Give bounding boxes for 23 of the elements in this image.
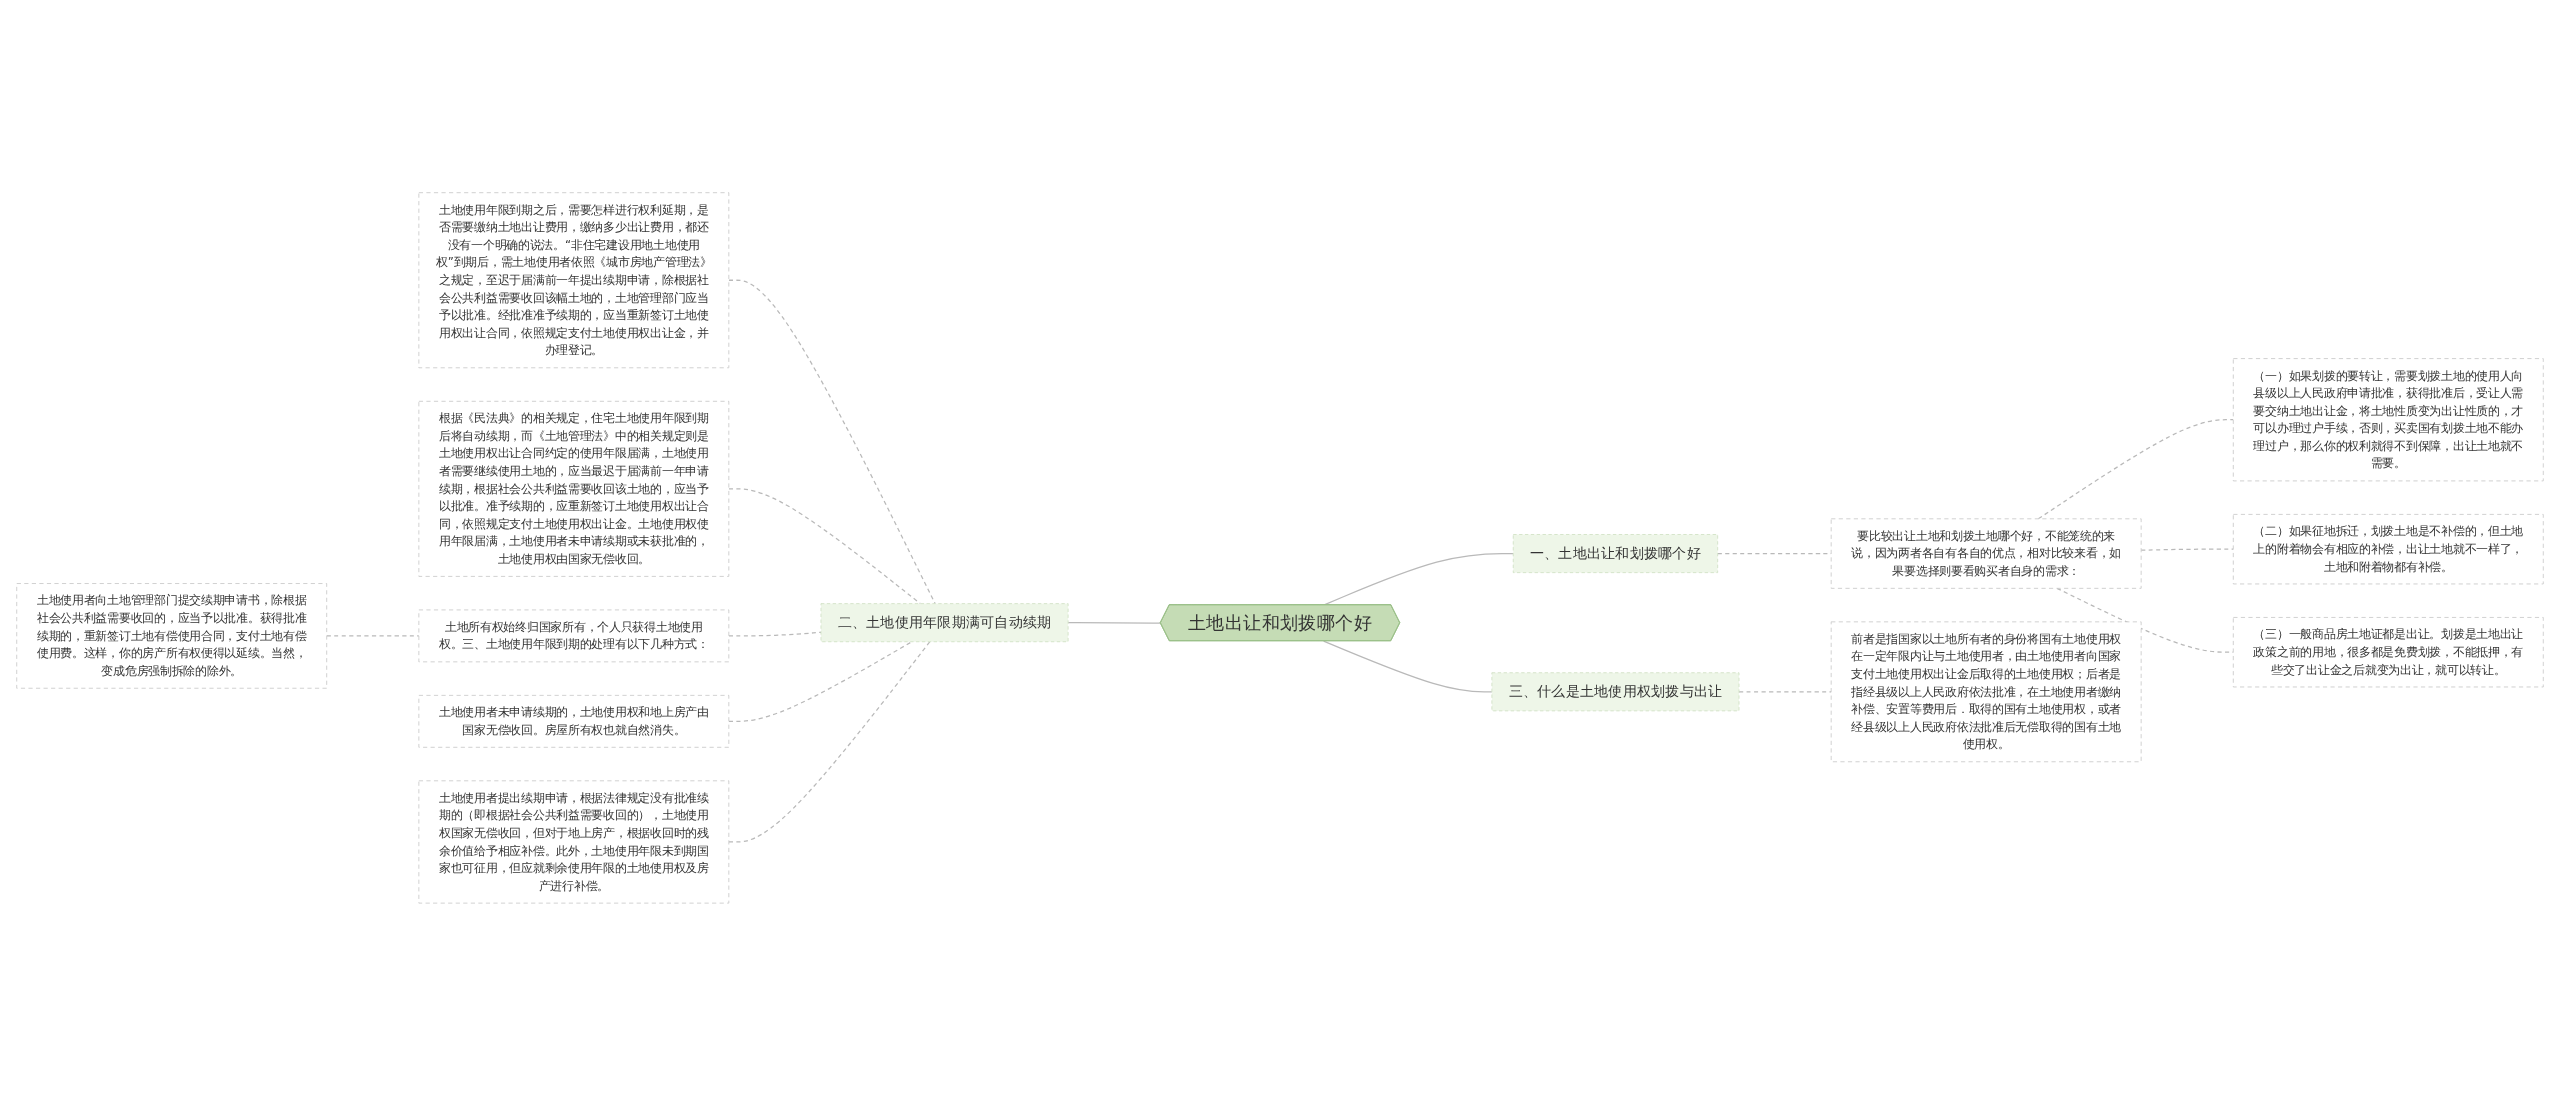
node-box: 土地使用者向土地管理部门提交续期申请书，除根据社会公共利益需要收回的，应当予以批准。获得批准续期的，重新签订土地有偿使用合同，支付土地有偿使用费。这样，你的房产所有权便得以延续。当然，变成危房强制拆除的除外。 [16, 583, 328, 689]
node-box: 土地使用者提出续期申请，根据法律规定没有批准续期的（即根据社会公共利益需要收回的），土地使用权国家无偿收回，但对于地上房产，根据收回时的残余价值给予相应补偿。此外，土地使用年限未到期国家也可征用，但应就剩余使用年限的土地使用权及房产进行补偿。 [418, 780, 730, 904]
connector [728, 279, 936, 605]
node-box: （二）如果征地拆迁，划拨土地是不补偿的，但土地上的附着物会有相应的补偿，出让土地就不一样了，土地和附着物都有补偿。 [2232, 514, 2544, 585]
node-box: 要比较出让土地和划拨土地哪个好，不能笼统的来说，因为两者各自有各自的优点，相对比较来看，如果要选择则要看购买者自身的需求： [1830, 518, 2142, 589]
connector [2037, 419, 2234, 520]
connector [728, 641, 931, 843]
node-box: （一）如果划拨的要转让，需要划拨土地的使用人向县级以上人民政府申请批准，获得批准后，受让人需要交纳土地出让金，将土地性质变为出让性质的，才可以办理过户手续，否则，买卖国有划拨土地不能办理过户，那么你的权利就得不到保障，出让土地就不需要。 [2232, 358, 2544, 482]
connector [1067, 622, 1162, 624]
node-box: 前者是指国家以土地所有者的身份将国有土地使用权在一定年限内让与土地使用者，由土地使用者向国家支付土地使用权出让金后取得的土地使用权；后者是指经县级以上人民政府依法批准，在土地使用者缴纳补偿、安置等费用后．取得的国有土地使用权，或者经县级以上人民政府依法批准后无偿取得的国有土地使用权。 [1830, 621, 2142, 763]
connector [2140, 548, 2234, 551]
connector [728, 488, 921, 605]
node-box: （三）一般商品房土地证都是出让。划拨是土地出让政策之前的用地，很多都是免费划拨，不能抵押，有些交了出让金之后就变为出让，就可以转让。 [2232, 617, 2544, 688]
connector [728, 641, 913, 723]
node-box: 土地所有权始终归国家所有，个人只获得土地使用权。三、土地使用年限到期的处理有以下几种方式： [418, 609, 730, 663]
node-box: 一、土地出让和划拨哪个好 [1512, 534, 1719, 574]
connector [1738, 691, 1832, 693]
node-box: 根据《民法典》的相关规定，住宅土地使用年限到期后将自动续期，而《土地管理法》中的相关规定则是土地使用权出让合同约定的使用年限届满，土地使用者需要继续使用土地的，应当最迟于届满前一年申请续期，根据社会公共利益需要收回该土地的，应当予以批准。准予续期的，应重新签订土地使用权出让合同，依照规定支付土地使用权出让金。土地使用权使用年限届满，土地使用者未申请续期或未获批准的，土地使用权由国家无偿收回。 [418, 400, 730, 577]
node-box: 土地使用年限到期之后，需要怎样进行权利延期，是否需要缴纳土地出让费用，缴纳多少出让费用，都还没有一个明确的说法。“非住宅建设用地土地使用权”到期后，需土地使用者依照《城市房地产管理法》之规定，至迟于届满前一年提出续期申请，除根据社会公共利益需要收回该幅土地的，土地管理部门应当予以批准。经批准准予续期的，应当重新签订土地使用权出让合同，依照规定支付土地使用权出让金，并办理登记。 [418, 192, 730, 369]
connector [1323, 640, 1493, 693]
node-box: 二、土地使用年限期满可自动续期 [820, 603, 1069, 643]
node-box: 三、什么是土地使用权划拨与出让 [1491, 672, 1740, 712]
node-box: 土地使用者未申请续期的，土地使用权和地上房产由国家无偿收回。房屋所有权也就自然消失。 [418, 695, 730, 748]
